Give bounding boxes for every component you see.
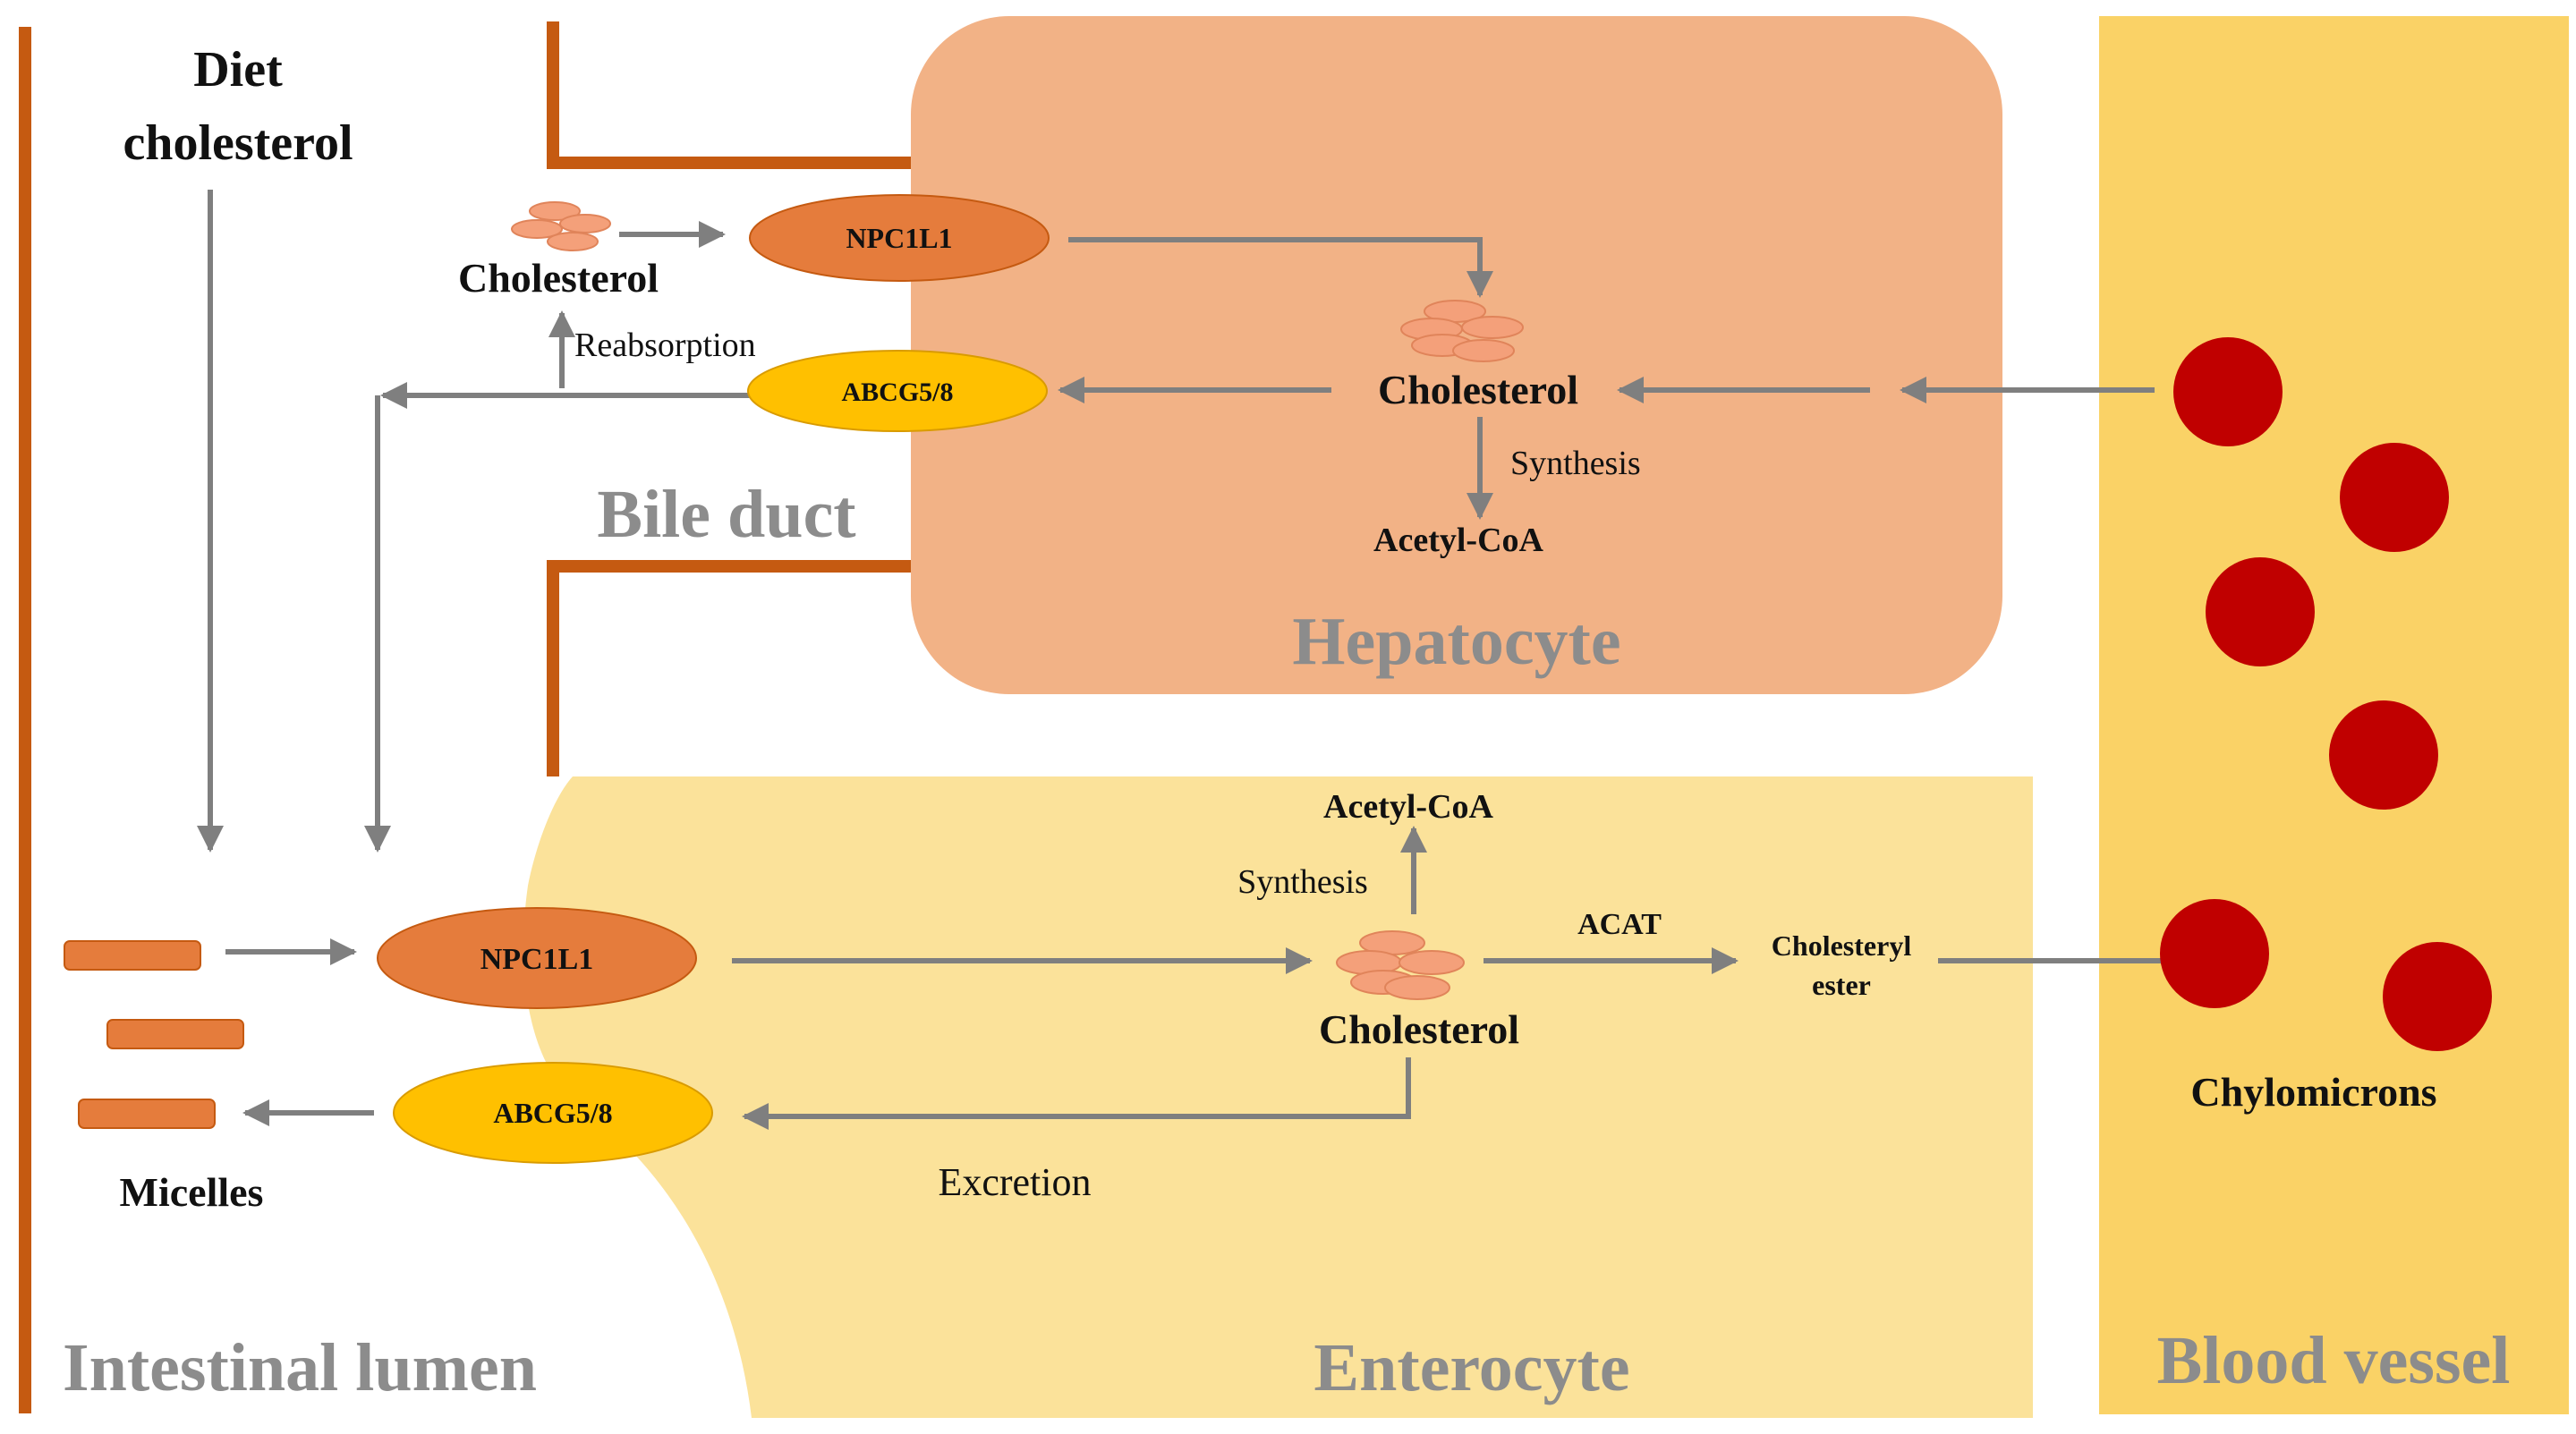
chylomicron — [2206, 557, 2315, 666]
enterocyte-region — [523, 776, 2033, 1418]
cholesteryl-ester-label-line1: Cholesteryl — [1772, 929, 1912, 962]
liver-npc1l1-transporter — [749, 194, 1050, 282]
diet-cholesterol-label-line1: Diet — [193, 42, 283, 98]
intestine-abcg58-label: ABCG5/8 — [493, 1097, 612, 1129]
arrow-excretion — [742, 1057, 1411, 1130]
intestine-acetyl-coa-label: Acetyl-CoA — [1323, 788, 1493, 826]
intestine-abcg58-transporter — [393, 1062, 713, 1164]
liver-cholesterol-label: Cholesterol — [1378, 367, 1578, 412]
blood-vessel-label: Blood vessel — [2157, 1323, 2511, 1398]
liver-cholesterol-particles — [1400, 300, 1524, 362]
arrows — [197, 190, 2195, 1130]
intestinal-lumen-label: Intestinal lumen — [63, 1330, 537, 1405]
intestine-synthesis-label: Synthesis — [1237, 863, 1368, 901]
excretion-label: Excretion — [938, 1160, 1091, 1204]
micelles — [64, 940, 244, 1129]
diet-cholesterol-label-line2: cholesterol — [123, 115, 353, 171]
liver-npc1l1-label: NPC1L1 — [846, 222, 952, 254]
bile-duct-label: Bile duct — [597, 477, 855, 552]
chylomicron — [2173, 337, 2283, 446]
reabsorption-label: Reabsorption — [574, 327, 756, 364]
arrow-liver-npc1l1-to-cholesterol — [1068, 237, 1493, 298]
bile-duct-upper-wall — [547, 21, 911, 169]
liver-acetyl-coa-label: Acetyl-CoA — [1373, 522, 1543, 559]
micelle — [106, 1019, 244, 1049]
micelles-label: Micelles — [120, 1169, 264, 1215]
intestine-cholesterol-particles — [1336, 930, 1465, 1000]
chylomicron — [2340, 443, 2449, 552]
chylomicron — [2160, 899, 2269, 1008]
liver-abcg58-label: ABCG5/8 — [841, 378, 953, 407]
intestine-npc1l1-transporter — [377, 907, 697, 1009]
bile-cholesterol-particles — [511, 201, 611, 251]
chylomicron — [2329, 700, 2438, 810]
blood-vessel-region — [2099, 16, 2569, 1414]
chylomicron — [2383, 942, 2492, 1051]
enterocyte-label: Enterocyte — [1314, 1330, 1629, 1405]
acat-label: ACAT — [1577, 908, 1662, 941]
intestine-cholesterol-label: Cholesterol — [1319, 1006, 1519, 1052]
intestine-npc1l1-label: NPC1L1 — [480, 943, 594, 976]
cholesteryl-ester-label-line2: ester — [1812, 969, 1871, 1001]
chylomicrons-label: Chylomicrons — [2190, 1069, 2436, 1115]
micelle — [64, 940, 201, 971]
liver-abcg58-transporter — [747, 350, 1048, 432]
bile-duct-lower-wall — [547, 560, 911, 776]
chylomicrons — [2160, 337, 2492, 1051]
bile-cholesterol-label: Cholesterol — [458, 255, 659, 301]
hepatocyte-label: Hepatocyte — [1292, 604, 1620, 679]
micelle — [78, 1099, 216, 1129]
liver-synthesis-label: Synthesis — [1510, 445, 1641, 482]
